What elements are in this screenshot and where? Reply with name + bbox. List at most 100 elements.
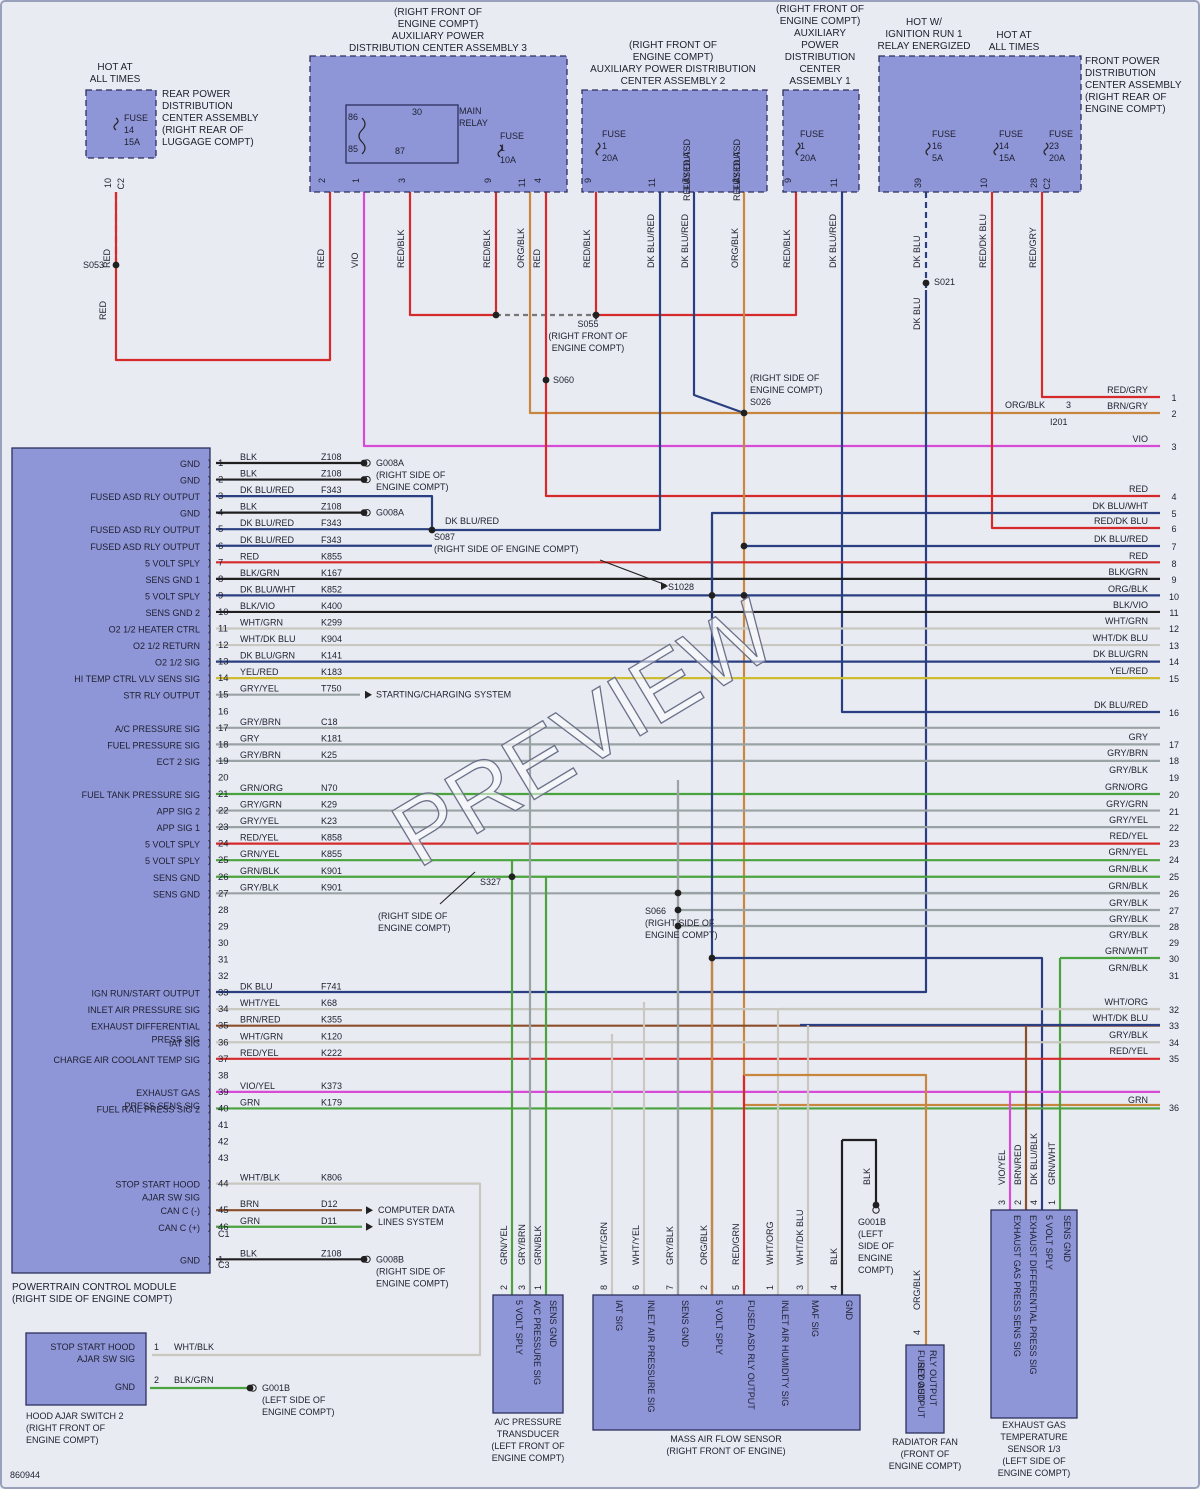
ac-pressure-transducer-box — [492, 1294, 564, 1414]
pcm-pin-number: 38 — [218, 1070, 229, 1081]
output-number: 29 — [1169, 938, 1179, 948]
top-wire-color: RED/BLK — [482, 229, 492, 268]
maf-pin-number: 3 — [795, 1285, 805, 1290]
fan-pin-name: FUSED ASD — [916, 1350, 926, 1402]
pcm-pin-tick: ) — [208, 921, 211, 931]
fuse-label: FUSE — [500, 131, 524, 141]
egt-pin-number: 2 — [1013, 1200, 1023, 1205]
fan-title: (FRONT OF — [901, 1449, 950, 1459]
pcm-pin-name-cont: PRESS SIG — [151, 1035, 200, 1045]
s1028-label: S1028 — [668, 582, 694, 592]
wire-fused-asd-pcm — [216, 495, 434, 547]
top-wire-color: RED — [102, 248, 112, 268]
output-number: 17 — [1169, 740, 1179, 750]
top-wire-color: DK BLU/RED — [828, 213, 838, 268]
top-wire-color: RED/BLK — [396, 229, 406, 268]
maf-pin-name: GND — [844, 1300, 854, 1321]
pcm-pin-name: 5 VOLT SPLY — [145, 840, 200, 850]
maf-pin-number: 2 — [699, 1285, 709, 1290]
pcm-pin-tick: ) — [208, 541, 211, 551]
wire-org-blk-2 — [528, 192, 1160, 415]
output-number: 8 — [1171, 559, 1176, 569]
hot-ignition-label: RELAY ENERGIZED — [878, 41, 971, 52]
pcm-circuit: C18 — [321, 717, 338, 727]
top-wire-color: RED — [532, 248, 542, 268]
fpdc-label: ENGINE COMPT) — [1085, 104, 1166, 115]
fuse-label: FUSE — [932, 129, 956, 139]
pcm-pin-name: FUEL PRESSURE SIG — [107, 740, 200, 750]
pcm-pin-tick: ) — [208, 590, 211, 600]
top-pin-number: 39 — [913, 178, 923, 188]
output-color: GRY/YEL — [1109, 815, 1148, 825]
s055-arrow — [592, 314, 600, 320]
apdc3-label: AUXILIARY POWER — [392, 31, 484, 42]
output-color: VIO — [1132, 434, 1148, 444]
pcm-pin-name: EXHAUST DIFFERENTIAL — [91, 1022, 200, 1032]
pcm-pin-tick: ) — [208, 1222, 211, 1232]
rear-hot-label: HOT AT — [97, 62, 132, 73]
output-number: 12 — [1169, 624, 1179, 634]
fused-asd-relay-label: FUSED ASD — [732, 138, 742, 190]
pcm-pin-name: FUSED ASD RLY OUTPUT — [90, 492, 200, 502]
output-color: GRN/ORG — [1105, 782, 1148, 792]
pcm-wire-color: DK BLU/RED — [240, 485, 295, 495]
egt-pin-name: 5 VOLT SPLY — [1044, 1215, 1054, 1270]
hood-pin-name: GND — [115, 1382, 136, 1392]
pcm-pin-number: 1 — [218, 458, 223, 469]
egt-wire-color: VIO/YEL — [997, 1150, 1007, 1185]
fuse-label: FUSE — [1049, 129, 1073, 139]
apdc2-label: (RIGHT FRONT OF — [629, 40, 717, 51]
s055-label: S055 — [577, 319, 598, 329]
egt-sensor-box — [990, 1209, 1078, 1419]
pcm-circuit: F741 — [321, 982, 342, 992]
pcm-pin-name: GND — [180, 459, 201, 469]
pcm-circuit: K167 — [321, 568, 342, 578]
pcm-pin-number: 21 — [218, 789, 229, 800]
top-wire-color: RED/BLK — [582, 229, 592, 268]
pcm-pin-number: 36 — [218, 1037, 229, 1048]
pcm-circuit: Z108 — [321, 452, 342, 462]
blk-label: BLK — [862, 1168, 872, 1185]
pcm-wire-color: GRN/ORG — [240, 783, 283, 793]
pcm-circuit: F343 — [321, 485, 342, 495]
pcm-pin-tick: ) — [208, 673, 211, 683]
pcm-wire-color: GRY/BRN — [240, 717, 281, 727]
pcm-circuit: K852 — [321, 584, 342, 594]
pcm-wire-color: BLK/GRN — [240, 568, 280, 578]
s053-label: S053 — [83, 260, 104, 270]
output-number: 14 — [1169, 657, 1179, 667]
output-color: RED — [1129, 551, 1149, 561]
top-pin-number: 3 — [397, 178, 407, 183]
maf-pin-number: 4 — [829, 1285, 839, 1290]
pcm-pin-number: 32 — [218, 971, 229, 982]
pcm-pin-number: 2 — [218, 475, 223, 486]
output-number: 35 — [1169, 1054, 1179, 1064]
rear-pdc-label: REAR POWER — [162, 89, 230, 100]
pcm-pin-tick: ) — [208, 607, 211, 617]
fan-pin-name: RLY OUTPUT — [916, 1362, 926, 1419]
pcm-pin-tick: ) — [208, 971, 211, 981]
top-pin-number: 2 — [317, 178, 327, 183]
pcm-box — [11, 447, 211, 1274]
s060-dot — [542, 376, 550, 384]
wire-red-4 — [544, 192, 1160, 498]
hot-all-times-label: ALL TIMES — [989, 42, 1040, 53]
pcm-pin-number: 24 — [218, 839, 229, 850]
relay-coil-symbol — [358, 117, 366, 155]
output-number: 31 — [1169, 971, 1179, 981]
s327-leader — [439, 871, 476, 905]
pcm-wire-color: YEL/RED — [240, 667, 279, 677]
output-color: RED/DK BLU — [1094, 516, 1148, 526]
pcm-circuit: K855 — [321, 551, 342, 561]
hot-ignition-label: IGNITION RUN 1 — [885, 29, 963, 40]
apdc2-label: ENGINE COMPT) — [633, 52, 714, 63]
maf-pin-number: 5 — [731, 1285, 741, 1290]
pcm-title: POWERTRAIN CONTROL MODULE — [12, 1282, 177, 1293]
maf-wire-color: WHT/GRN — [599, 1222, 609, 1265]
hood-wire-color: BLK/GRN — [174, 1375, 214, 1385]
pcm-pin-number: 9 — [218, 590, 223, 601]
pcm-circuit: K141 — [321, 651, 342, 661]
pcm-pin-name: GND — [180, 476, 201, 486]
maf-pin-name: FUSED ASD RLY OUTPUT — [746, 1300, 756, 1410]
output-color: GRY/BRN — [1107, 748, 1148, 758]
